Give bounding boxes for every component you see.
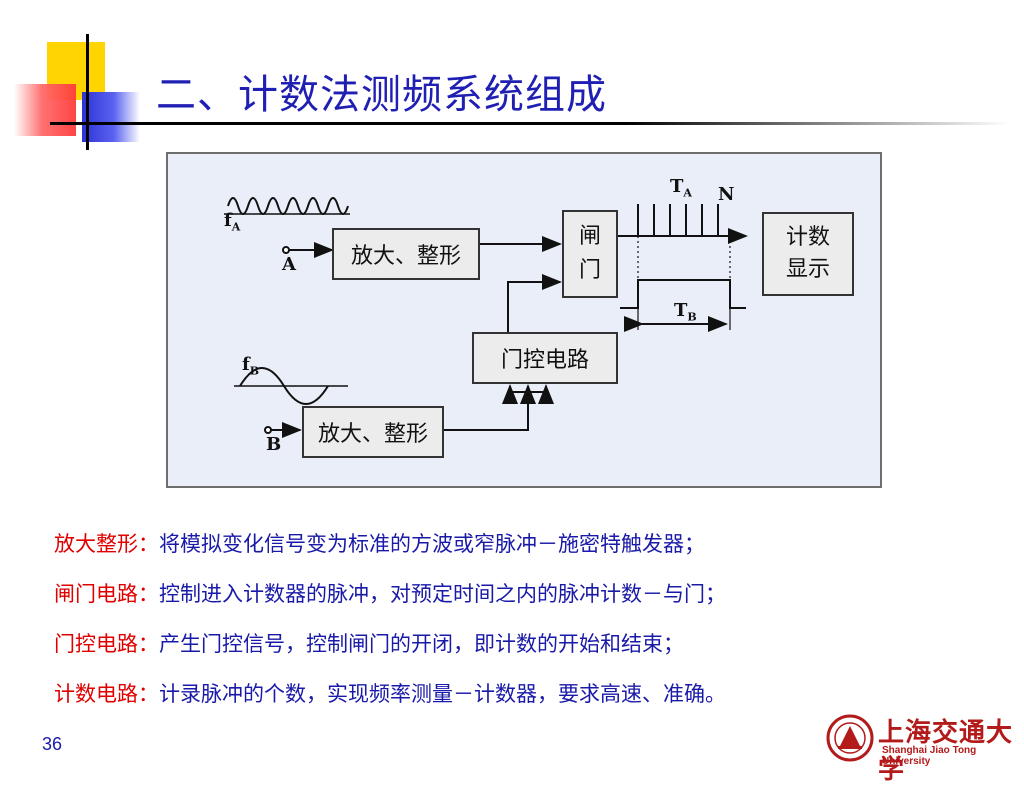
frequency-counter-diagram: 放大、整形 闸 门 计数 显示 门控电路 放大、整形 fA A fB B TA …: [166, 152, 882, 488]
amplifier-shaper-top: 放大、整形: [332, 228, 480, 280]
logo-name-en: Shanghai Jiao Tong University: [882, 745, 977, 767]
desc-value: 控制进入计数器的脉冲，对预定时间之内的脉冲计数－与门；: [159, 582, 726, 606]
desc-gate-control: 门控电路：产生门控信号，控制闸门的开闭，即计数的开始和结束；: [54, 628, 684, 658]
gate-label-2: 门: [578, 258, 601, 283]
desc-key: 计数电路：: [54, 682, 159, 706]
label-ta: TA: [670, 176, 692, 200]
gate-box: 闸 门: [562, 210, 618, 298]
diagram-wiring: [224, 197, 748, 438]
desc-value: 产生门控信号，控制闸门的开闭，即计数的开始和结束；: [159, 632, 684, 656]
decor-blue-square: [82, 92, 140, 142]
label-fa: fA: [224, 210, 241, 234]
display-label-2: 显示: [785, 257, 830, 282]
amplifier-shaper-bottom: 放大、整形: [302, 406, 444, 458]
gate-pulse-tb: [620, 279, 746, 309]
label-a: A: [282, 254, 296, 275]
desc-gate-circuit: 闸门电路：控制进入计数器的脉冲，对预定时间之内的脉冲计数－与门；: [54, 578, 726, 608]
label-b: B: [266, 434, 282, 455]
desc-value: 将模拟变化信号变为标准的方波或窄脉冲－施密特触发器；: [159, 532, 705, 556]
title-underline: [50, 122, 1010, 125]
page-title: 二、计数法测频系统组成: [156, 72, 607, 118]
sine-wave-fa: [227, 197, 349, 215]
desc-key: 放大整形：: [54, 532, 159, 556]
counter-display-box: 计数 显示: [762, 212, 854, 296]
desc-key: 闸门电路：: [54, 582, 159, 606]
display-label-1: 计数: [785, 225, 830, 250]
desc-amp-shaper: 放大整形：将模拟变化信号变为标准的方波或窄脉冲－施密特触发器；: [54, 528, 705, 558]
desc-counter-circuit: 计数电路：计录脉冲的个数，实现频率测量－计数器，要求高速、准确。: [54, 678, 726, 708]
input-b-terminal: [264, 426, 272, 434]
label-fb: fB: [242, 354, 260, 378]
gate-control-box: 门控电路: [472, 332, 618, 384]
input-a-terminal: [282, 246, 290, 254]
label-n: N: [718, 184, 735, 205]
gate-label-1: 闸: [578, 224, 601, 249]
decor-vertical-line: [86, 34, 89, 150]
decor-red-square: [14, 84, 76, 136]
university-logo-icon: [826, 714, 874, 762]
desc-key: 门控电路：: [54, 632, 159, 656]
page-number: 36: [42, 734, 63, 754]
label-tb: TB: [674, 300, 697, 324]
desc-value: 计录脉冲的个数，实现频率测量－计数器，要求高速、准确。: [159, 682, 726, 706]
